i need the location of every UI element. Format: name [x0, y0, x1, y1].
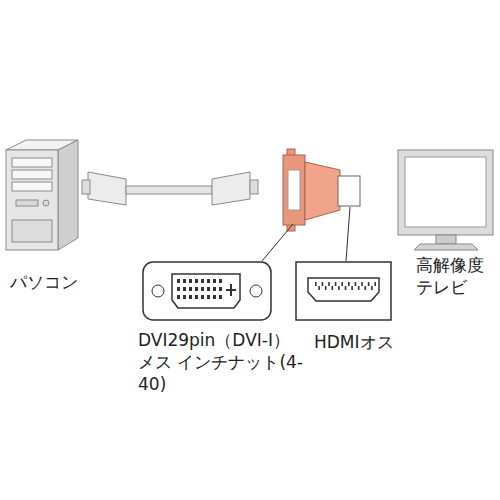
pin	[177, 279, 180, 283]
pin	[358, 286, 360, 290]
pin	[195, 295, 198, 299]
pin	[189, 279, 192, 283]
pin	[335, 282, 337, 286]
pin	[177, 287, 180, 291]
pin	[345, 286, 347, 290]
pin	[213, 287, 216, 291]
pin	[219, 295, 222, 299]
pin	[189, 295, 192, 299]
pin	[201, 279, 204, 283]
pin	[201, 287, 204, 291]
tv	[398, 150, 493, 250]
pin	[201, 295, 204, 299]
pin	[351, 286, 353, 290]
connector-label: HDMIオス	[314, 331, 394, 353]
pin	[318, 286, 320, 290]
pin	[365, 286, 367, 290]
leader-line	[346, 207, 350, 261]
pin	[374, 282, 376, 286]
pin	[322, 282, 324, 286]
pin	[207, 287, 210, 291]
pin	[355, 282, 357, 286]
pin	[230, 284, 232, 296]
pin	[371, 286, 373, 290]
pin	[348, 282, 350, 286]
device-label: パソコン	[10, 271, 78, 293]
device-label: 高解像度 テレビ	[416, 254, 494, 298]
connector-label: DVI29pin（DVI-I）メス インチナット(4-40)	[138, 329, 313, 395]
pc-tower	[6, 140, 78, 250]
pin	[195, 279, 198, 283]
pin	[183, 279, 186, 283]
pin	[207, 279, 210, 283]
dvi-cable	[82, 172, 258, 205]
pin	[213, 295, 216, 299]
pin	[183, 295, 186, 299]
pin	[338, 286, 340, 290]
adapter	[283, 149, 360, 231]
leader-line	[262, 224, 293, 261]
pin	[183, 287, 186, 291]
hdmi-connector	[296, 262, 391, 320]
pin	[189, 287, 192, 291]
pin	[341, 282, 343, 286]
pin	[213, 279, 216, 283]
pin	[219, 287, 222, 291]
pin	[332, 286, 334, 290]
pin	[328, 282, 330, 286]
pin	[361, 282, 363, 286]
pin	[325, 286, 327, 290]
pin	[207, 295, 210, 299]
pin	[177, 295, 180, 299]
pin	[195, 287, 198, 291]
pin	[315, 282, 317, 286]
pin	[219, 279, 222, 283]
pin	[368, 282, 370, 286]
dvi-connector	[143, 262, 271, 320]
